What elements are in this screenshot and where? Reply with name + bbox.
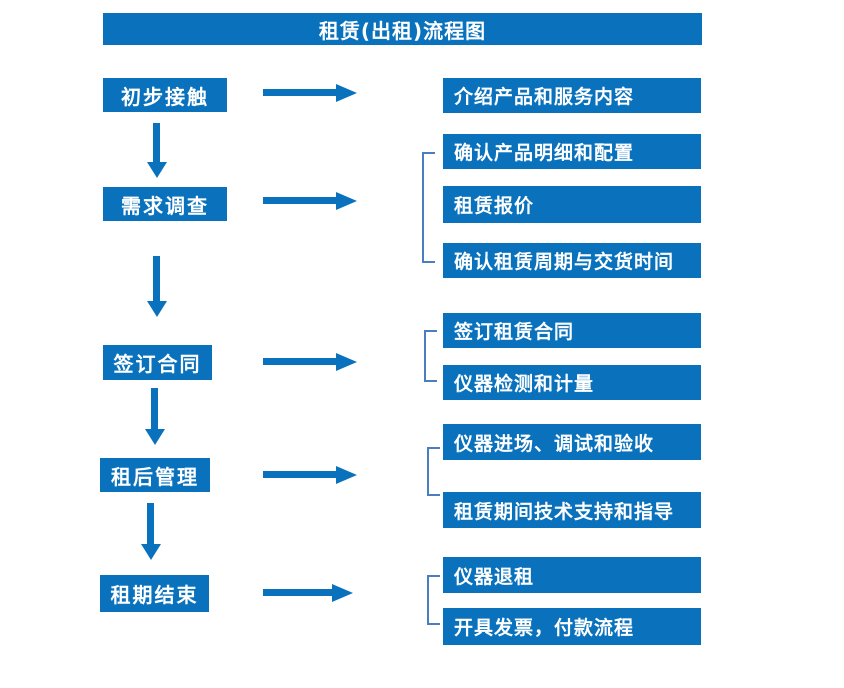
arrow-right-4: [263, 471, 336, 478]
arrow-right-2: [263, 197, 336, 204]
step-box-initial-contact: 初步接触: [103, 78, 227, 112]
arrow-right-1: [263, 89, 336, 96]
detail-box-instrument-test-calibration: 仪器检测和计量: [443, 365, 701, 400]
step-box-demand-survey: 需求调查: [103, 187, 227, 221]
detail-box-technical-support: 租赁期间技术支持和指导: [443, 492, 701, 528]
detail-box-instrument-return: 仪器退租: [443, 557, 701, 593]
arrow-right-3: [263, 358, 336, 365]
bracket-group-2: [422, 152, 435, 263]
detail-box-confirm-period-delivery: 确认租赁周期与交货时间: [443, 243, 701, 278]
bracket-group-3: [424, 330, 437, 382]
detail-box-introduce-products: 介绍产品和服务内容: [443, 78, 701, 113]
bracket-group-4: [427, 447, 440, 496]
detail-box-invoice-payment: 开具发票，付款流程: [443, 608, 701, 645]
step-box-post-lease-management: 租后管理: [100, 458, 210, 492]
detail-box-confirm-product-config: 确认产品明细和配置: [443, 134, 701, 169]
detail-box-sign-rental-contract: 签订租赁合同: [443, 313, 701, 348]
detail-box-rental-quote: 租赁报价: [443, 186, 701, 223]
step-box-sign-contract: 签订合同: [103, 345, 212, 380]
arrow-right-5: [263, 589, 332, 596]
arrow-down-1: [153, 123, 160, 162]
bracket-group-5: [427, 575, 440, 625]
detail-box-instrument-setup-acceptance: 仪器进场、调试和验收: [443, 424, 701, 460]
arrow-down-4: [147, 503, 154, 544]
arrow-down-2: [153, 256, 160, 301]
step-box-lease-end: 租期结束: [100, 575, 209, 612]
flowchart-title: 租赁(出租)流程图: [103, 13, 702, 45]
arrow-down-3: [151, 388, 158, 429]
